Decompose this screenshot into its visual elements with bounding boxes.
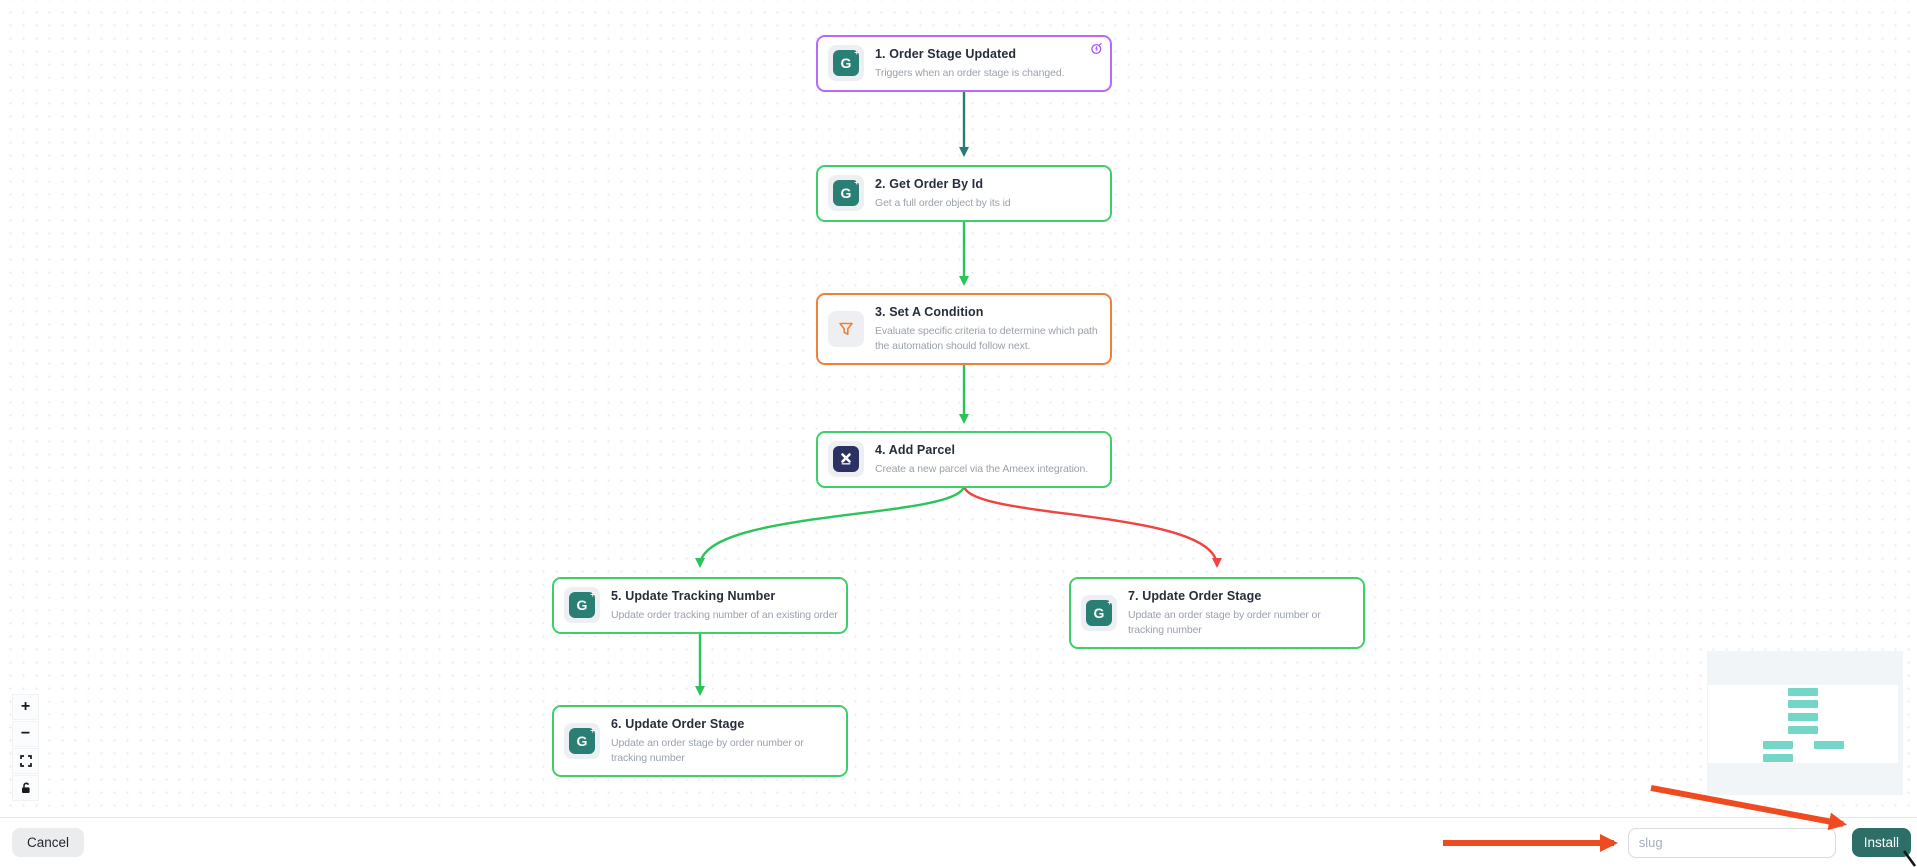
funnel-icon	[828, 310, 864, 347]
zoom-out-button[interactable]: −	[12, 721, 39, 747]
node-set-a-condition[interactable]: 3. Set A Condition Evaluate specific cri…	[816, 293, 1112, 366]
node-title: 7. Update Order Stage	[1128, 589, 1262, 603]
g-plus-logo-icon: G	[828, 45, 864, 82]
node-title: 2. Get Order By Id	[875, 177, 984, 191]
g-plus-logo-icon: G	[828, 175, 864, 212]
minimap[interactable]	[1707, 651, 1903, 795]
instant-trigger-icon	[1090, 42, 1103, 60]
node-order-stage-updated[interactable]: G 1. Order Stage Updated Triggers when a…	[816, 35, 1112, 93]
g-plus-logo-icon: G	[564, 587, 600, 624]
node-subtitle: Update an order stage by order number or…	[611, 737, 804, 765]
g-plus-logo-icon: G	[564, 722, 600, 759]
minimap-node	[1763, 754, 1793, 762]
minimap-node	[1763, 741, 1793, 749]
node-title: 6. Update Order Stage	[611, 717, 745, 731]
fit-view-icon	[19, 755, 32, 767]
node-add-parcel[interactable]: 4. Add Parcel Create a new parcel via th…	[816, 431, 1112, 489]
workflow-canvas[interactable]: G 1. Order Stage Updated Triggers when a…	[0, 0, 1917, 817]
node-subtitle: Triggers when an order stage is changed.	[875, 67, 1065, 79]
footer-bar: Cancel Install	[0, 817, 1917, 867]
g-plus-logo-icon: G	[1081, 594, 1117, 631]
minimap-node	[1788, 726, 1818, 734]
workflow-edges	[695, 89, 1222, 696]
edge-4-5	[695, 484, 966, 568]
node-subtitle: Update an order stage by order number or…	[1128, 609, 1321, 637]
node-update-order-stage-6[interactable]: G 6. Update Order Stage Update an order …	[552, 705, 848, 778]
unlock-icon	[21, 782, 30, 793]
ameex-x-icon	[828, 441, 864, 478]
node-update-tracking-number[interactable]: G 5. Update Tracking Number Update order…	[552, 577, 848, 635]
zoom-in-button[interactable]: +	[12, 694, 39, 720]
node-title: 3. Set A Condition	[875, 305, 984, 319]
minimap-node	[1788, 713, 1818, 721]
node-title: 4. Add Parcel	[875, 443, 956, 457]
cancel-button[interactable]: Cancel	[12, 828, 85, 857]
edge-4-7	[962, 484, 1222, 568]
install-button[interactable]: Install	[1851, 828, 1911, 857]
node-title: 1. Order Stage Updated	[875, 47, 1017, 61]
minimap-node	[1788, 700, 1818, 708]
node-subtitle: Evaluate specific criteria to determine …	[875, 325, 1098, 353]
minimap-viewport	[1708, 685, 1898, 763]
node-get-order-by-id[interactable]: G 2. Get Order By Id Get a full order ob…	[816, 165, 1112, 223]
node-subtitle: Get a full order object by its id	[875, 197, 1011, 209]
minimap-node	[1788, 688, 1818, 696]
node-title: 5. Update Tracking Number	[611, 589, 776, 603]
slug-input[interactable]	[1627, 827, 1836, 858]
node-subtitle: Update order tracking number of an exist…	[611, 609, 838, 621]
fit-view-button[interactable]	[12, 748, 39, 774]
minimap-node	[1814, 741, 1844, 749]
lock-button[interactable]	[12, 775, 39, 801]
canvas-controls: + −	[12, 694, 39, 801]
node-subtitle: Create a new parcel via the Ameex integr…	[875, 463, 1089, 475]
node-update-order-stage-7[interactable]: G 7. Update Order Stage Update an order …	[1069, 577, 1365, 650]
